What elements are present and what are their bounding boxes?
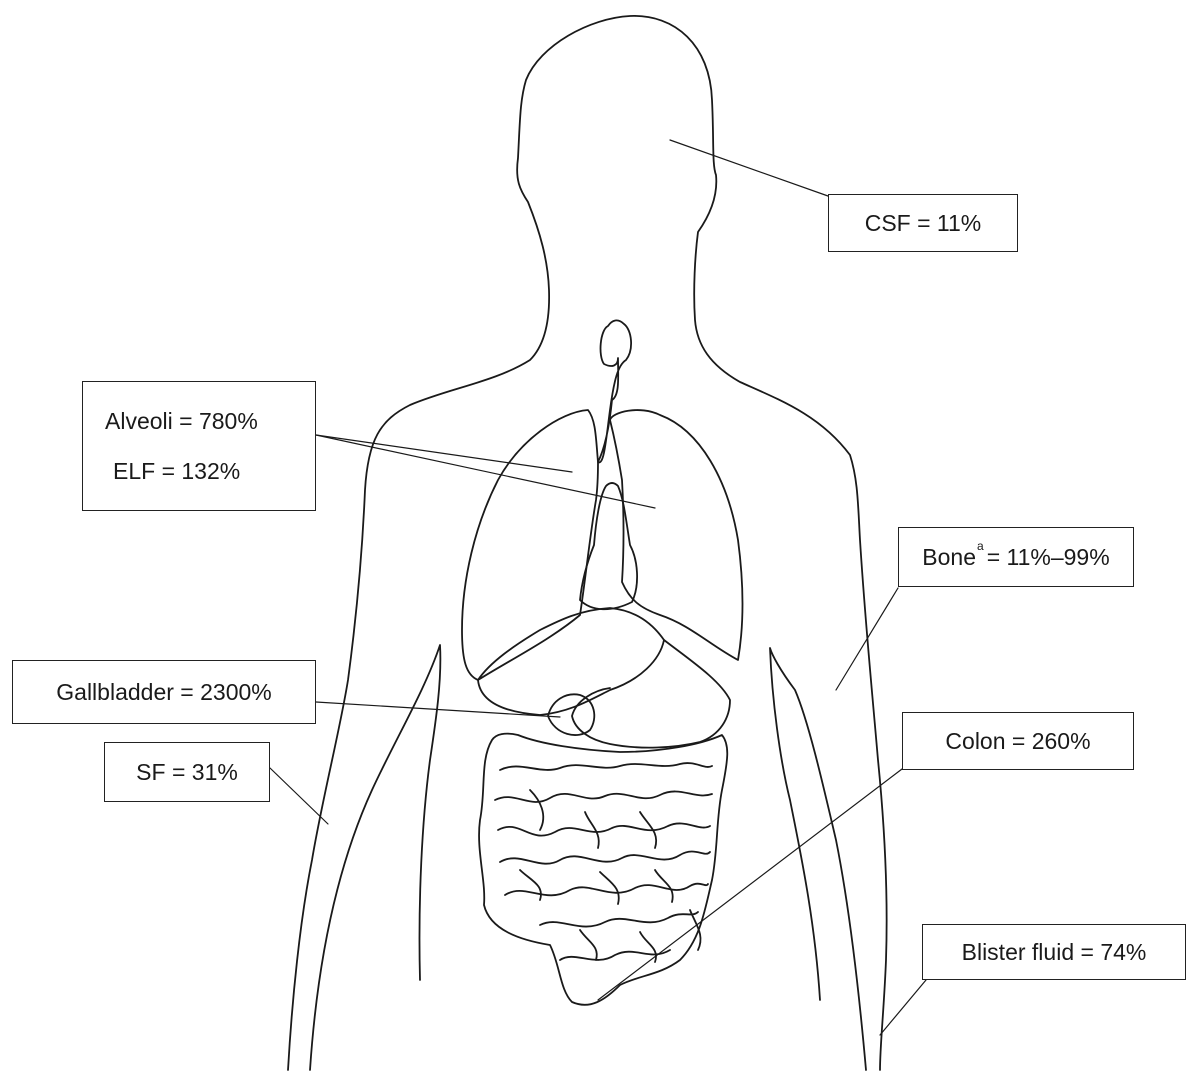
bone-label-box: Bonea= 11%–99% [898,527,1134,587]
sf-pointer [270,768,328,824]
gallbladder-label-box: Gallbladder = 2300% [12,660,316,724]
blister-pointer [880,980,926,1035]
bone-label-name: Bone [922,544,976,570]
sf-label-box: SF = 31% [104,742,270,802]
colon-label: Colon = 260% [945,728,1090,755]
pointer-lines [270,140,926,1035]
inner-arm-lines [310,645,866,1070]
alveoli-label: Alveoli = 780% [105,408,258,435]
sf-label: SF = 31% [136,759,238,786]
elf-label: ELF = 132% [113,458,240,485]
liver [478,608,664,715]
bone-label-footnote: a [977,539,984,553]
csf-label-box: CSF = 11% [828,194,1018,252]
blister-fluid-label-box: Blister fluid = 74% [922,924,1186,980]
bone-label: Bonea= 11%–99% [922,544,1109,571]
csf-pointer [670,140,828,196]
blister-fluid-label: Blister fluid = 74% [962,939,1147,966]
body-outline [288,16,887,1070]
bone-pointer [836,588,898,690]
alveoli-pointer [316,435,572,472]
lung-label-box: Alveoli = 780% ELF = 132% [82,381,316,511]
stomach [548,640,730,748]
bone-label-value: = 11%–99% [987,544,1110,570]
gallbladder-label: Gallbladder = 2300% [56,679,271,706]
colon-label-box: Colon = 260% [902,712,1134,770]
csf-label: CSF = 11% [865,210,982,237]
intestines [479,734,727,1005]
